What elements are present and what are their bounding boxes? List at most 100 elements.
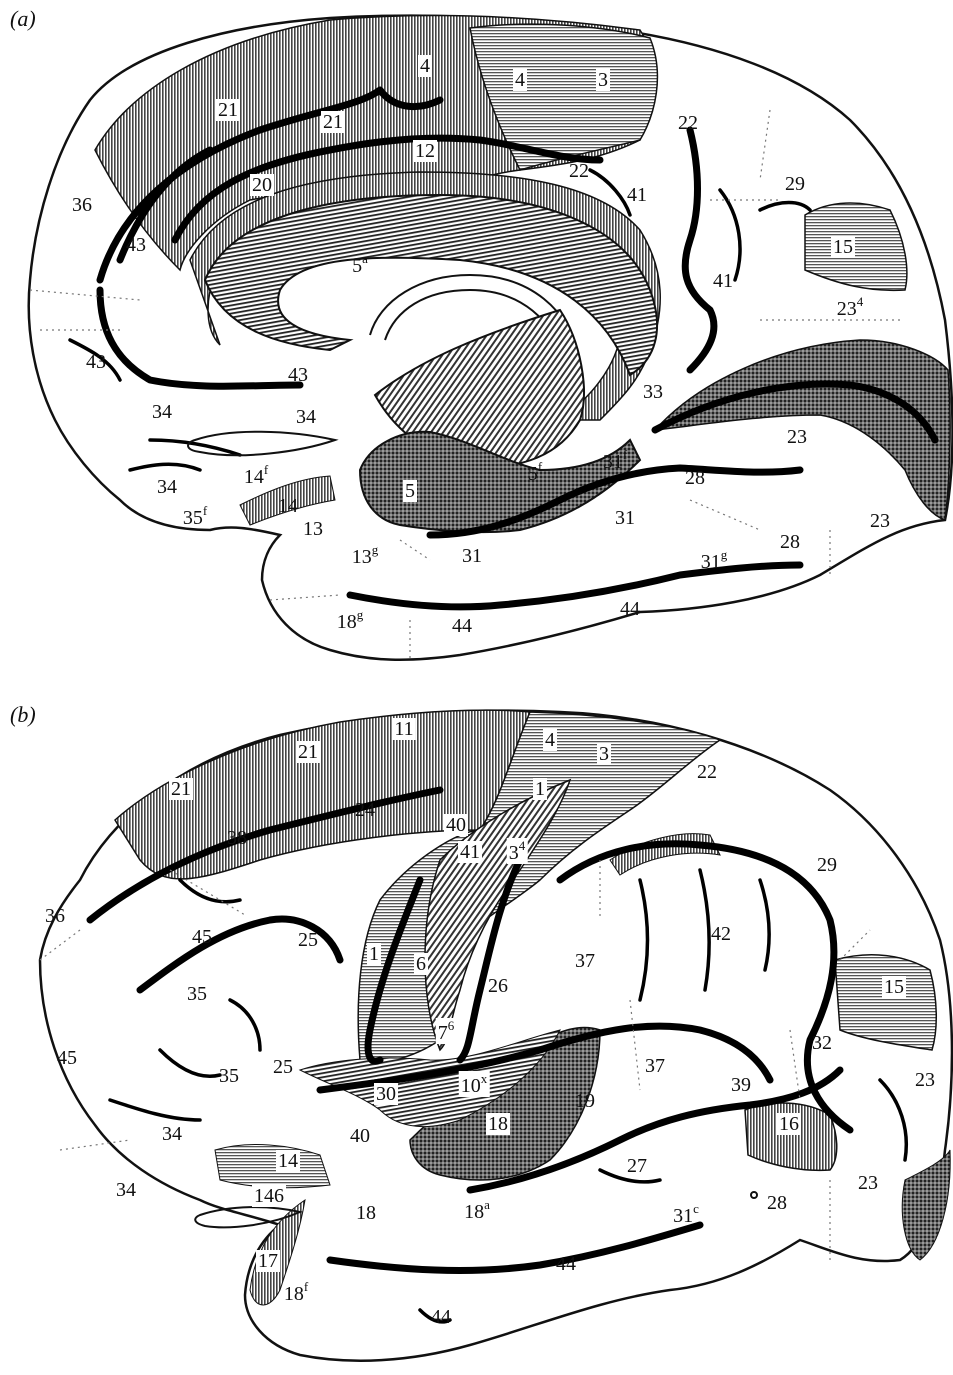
area-label: 20 [250, 174, 274, 196]
area-label: 27 [627, 1155, 647, 1177]
area-label: 37 [575, 950, 595, 972]
area-label: 35 [219, 1065, 239, 1087]
area-label: 34 [507, 838, 528, 864]
area-label-superscript: 4 [519, 838, 526, 853]
area-label-text: 18 [488, 1113, 508, 1135]
area-label: 38 [227, 827, 247, 849]
area-label-text: 18 [356, 1202, 376, 1224]
panel-a-letter: (a) [10, 6, 36, 31]
area-label: 41 [458, 841, 482, 863]
area-label: 5 [403, 480, 417, 502]
area-label-superscript: f [264, 462, 269, 477]
area-label-text: 146 [254, 1185, 284, 1207]
area-label: 1 [533, 778, 547, 800]
area-label-text: 23 [858, 1172, 878, 1194]
area-label-text: 11 [394, 718, 413, 740]
area-label: 21 [169, 778, 193, 800]
area-label: 23 [858, 1172, 878, 1194]
area-label-text: 14 [278, 495, 298, 517]
area-label: 11 [392, 718, 415, 740]
area-label: 29 [785, 173, 805, 195]
area-label-text: 31 [615, 507, 635, 529]
area-label-text: 44 [431, 1306, 451, 1328]
area-label-text: 15 [833, 236, 853, 258]
area-label-text: 22 [678, 112, 698, 134]
area-label: 4 [513, 69, 527, 91]
area-label-text: 43 [288, 364, 308, 386]
area-label-text: 21 [298, 741, 318, 763]
area-label: 36 [72, 194, 92, 216]
area-label-text: 30 [376, 1083, 396, 1105]
area-label: 44 [556, 1253, 576, 1275]
area-label-superscript: g [372, 542, 379, 557]
area-label: 14 [276, 1150, 300, 1172]
area-label: 23 [915, 1069, 935, 1091]
area-label-text: 16 [779, 1113, 799, 1135]
area-label: 23 [870, 510, 890, 532]
area-label: 15 [882, 976, 906, 998]
area-label-superscript: f [623, 447, 628, 462]
area-label-superscript: c [693, 1201, 699, 1216]
area-label: 4 [543, 729, 557, 751]
area-label: 34 [116, 1179, 136, 1201]
area-label-text: 1 [535, 778, 545, 800]
area-label-text: 34 [157, 476, 177, 498]
area-label: 28 [767, 1192, 787, 1214]
area-label: 43 [86, 351, 106, 373]
area-label: 34 [162, 1123, 182, 1145]
area-label: 40 [444, 814, 468, 836]
area-label: 26 [488, 975, 508, 997]
area-label-text: 42 [711, 923, 731, 945]
area-label: 31 [615, 507, 635, 529]
area-label: 16 [777, 1113, 801, 1135]
area-label: 24 [355, 799, 375, 821]
area-label-text: 40 [446, 814, 466, 836]
area-label-text: 28 [780, 531, 800, 553]
area-label: 41 [713, 270, 733, 292]
area-label-text: 23 [787, 426, 807, 448]
area-label: 22 [697, 761, 717, 783]
area-label-text: 21 [323, 111, 343, 133]
area-label: 3 [596, 69, 610, 91]
area-label: 25 [273, 1056, 293, 1078]
area-label: 43 [288, 364, 308, 386]
area-label-text: 15 [884, 976, 904, 998]
area-label: 13 [303, 518, 323, 540]
area-label: 1 [367, 943, 381, 965]
area-label-text: 35 [187, 983, 207, 1005]
area-label-superscript: g [357, 607, 364, 622]
area-label: 22 [569, 160, 589, 182]
panel-b: (b) [10, 702, 952, 1361]
area-label-text: 21 [171, 778, 191, 800]
area-label: 10x [459, 1071, 490, 1097]
area-label-text: 22 [569, 160, 589, 182]
area-label-text: 41 [713, 270, 733, 292]
area-label-text: 36 [45, 905, 65, 927]
area-label-text: 3 [599, 743, 609, 765]
area-label: 42 [711, 923, 731, 945]
area-label: 35 [187, 983, 207, 1005]
area-label-text: 39 [731, 1074, 751, 1096]
area-label-text: 32 [812, 1032, 832, 1054]
area-label: 15 [831, 236, 855, 258]
area-label: 21 [296, 741, 320, 763]
area-label-text: 25 [298, 929, 318, 951]
area-label-text: 26 [488, 975, 508, 997]
area-label-text: 20 [252, 174, 272, 196]
area-label-text: 5 [405, 480, 415, 502]
area-label: 32 [812, 1032, 832, 1054]
area-label-text: 45 [192, 926, 212, 948]
area-label-text: 14 [278, 1150, 298, 1172]
area-label-text: 29 [785, 173, 805, 195]
area-label-superscript: 6 [448, 1018, 455, 1033]
area-label: 44 [431, 1306, 451, 1328]
area-label-text: 3 [598, 69, 608, 91]
area-label-text: 29 [817, 854, 837, 876]
area-label: 146 [252, 1185, 286, 1207]
area-label-text: 25 [273, 1056, 293, 1078]
area-label: 34 [296, 406, 316, 428]
area-label: 76 [436, 1018, 457, 1044]
area-label: 21 [321, 111, 345, 133]
panel-b-letter: (b) [10, 702, 36, 727]
area-label-text: 34 [152, 401, 172, 423]
